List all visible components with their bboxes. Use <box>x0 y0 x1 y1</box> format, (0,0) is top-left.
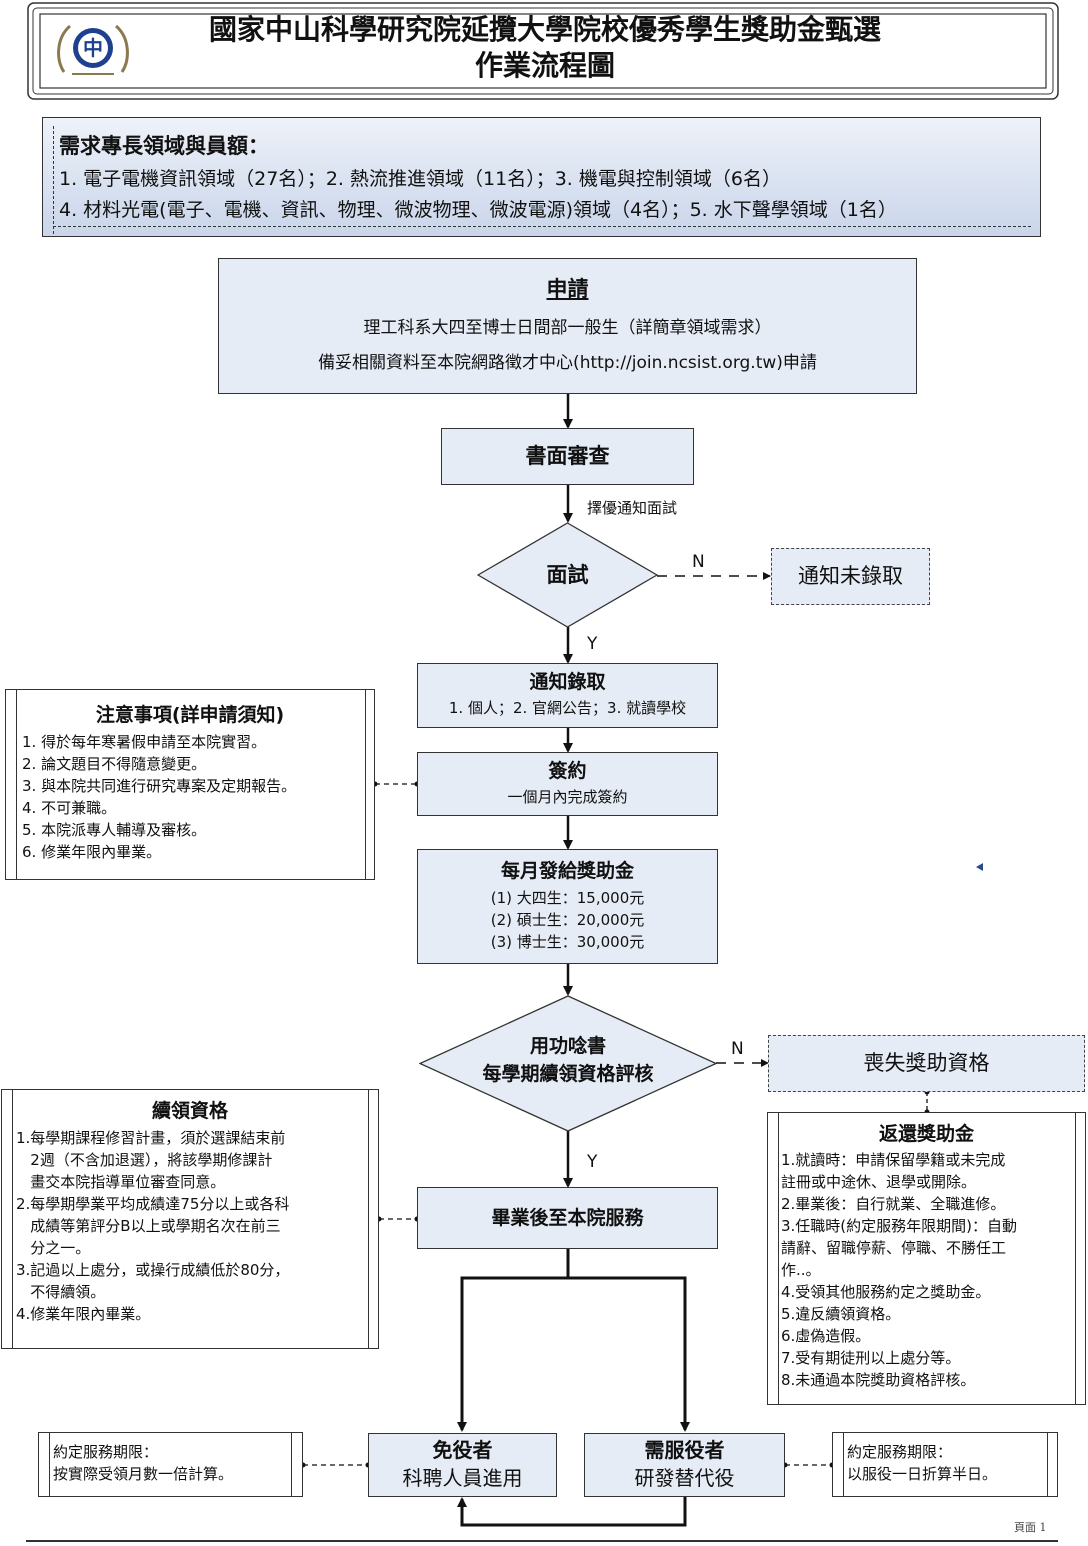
required-box: 需服役者 研發替代役 <box>584 1433 785 1497</box>
apply-title: 申請 <box>546 277 589 301</box>
monthly-item-2: (2) 碩士生：20,000元 <box>490 911 645 929</box>
attention-note: 注意事項(詳申請須知) 1. 得於每年寒暑假申請至本院實習。 2. 論文題目不得… <box>5 689 375 880</box>
refund-line: 作..。 <box>781 1261 821 1279</box>
renewal-line: 4.修業年限內畢業。 <box>16 1305 151 1323</box>
required-title: 需服役者 <box>644 1438 725 1462</box>
sign-box: 簽約 一個月內完成簽約 <box>417 752 718 816</box>
lose-box: 喪失獎助資格 <box>768 1035 1085 1092</box>
evaluation-line-2: 每學期續領資格評核 <box>482 1063 654 1085</box>
refund-line: 1.就讀時：申請保留學籍或未完成 <box>781 1151 1006 1169</box>
requirements-left-dash <box>53 126 54 234</box>
evaluation-yes-label: Y <box>587 1152 598 1172</box>
renewal-title: 續領資格 <box>151 1100 228 1122</box>
attention-item: 3. 與本院共同進行研究專案及定期報告。 <box>22 777 297 795</box>
evaluation-line-1: 用功唸書 <box>529 1035 606 1057</box>
requirements-bottom-dash <box>53 226 1031 227</box>
renewal-line: 3.記過以上處分，或操行成績低於80分， <box>16 1261 290 1279</box>
arrow-service-to-required <box>568 1276 690 1432</box>
accepted-title: 通知錄取 <box>529 671 606 693</box>
rejected-label: 通知未錄取 <box>798 564 903 588</box>
refund-line: 4.受領其他服務約定之獎助金。 <box>781 1283 991 1301</box>
laurel-emblem-icon <box>57 24 129 75</box>
renewal-line: 1.每學期課程修習計畫，須於選課結束前 <box>16 1129 286 1147</box>
exempt-sub: 科聘人員進用 <box>402 1466 523 1490</box>
requirements-line-1: 1. 電子電機資訊領域（27名）；2. 熱流推進領域（11名）；3. 機電與控制… <box>59 168 781 190</box>
exempt-term-line-2: 按實際受領月數一倍計算。 <box>53 1465 234 1483</box>
review-note: 擇優通知面試 <box>587 499 678 517</box>
requirements-heading: 需求專長領域與員額： <box>59 134 269 158</box>
requirements-line-2: 4. 材料光電(電子、電機、資訊、物理、微波物理、微波電源)領域（4名）；5. … <box>59 199 897 221</box>
monthly-box: 每月發給獎助金 (1) 大四生：15,000元 (2) 碩士生：20,000元 … <box>417 849 718 964</box>
refund-line: 註冊或中途休、退學或開除。 <box>781 1173 977 1191</box>
review-title: 書面審查 <box>525 444 610 468</box>
attention-title: 注意事項(詳申請須知) <box>95 704 285 726</box>
evaluation-diamond <box>419 995 717 1132</box>
accepted-sub: 1. 個人；2. 官網公告；3. 就讀學校 <box>448 699 687 717</box>
logo-character: 中 <box>83 36 103 60</box>
refund-note: 返還獎助金 1.就讀時：申請保留學籍或未完成 註冊或中途休、退學或開除。 2.畢… <box>767 1112 1086 1405</box>
refund-line: 8.未通過本院獎助資格評核。 <box>781 1371 976 1389</box>
interview-diamond <box>477 522 658 628</box>
required-sub: 研發替代役 <box>634 1466 735 1490</box>
attention-item: 5. 本院派專人輔導及審核。 <box>22 821 207 839</box>
interview-no-label: N <box>692 552 705 572</box>
refund-line: 3.任職時(約定服務年限期間)：自動 <box>781 1217 1018 1235</box>
required-term-note: 約定服務期限： 以服役一日折算半日。 <box>832 1432 1058 1497</box>
attention-item: 4. 不可兼職。 <box>22 799 117 817</box>
attention-item: 2. 論文題目不得隨意變更。 <box>22 755 207 773</box>
lose-label: 喪失獎助資格 <box>863 1051 990 1075</box>
header-frame-inner <box>39 13 1047 89</box>
refund-line: 5.違反續領資格。 <box>781 1305 901 1323</box>
exempt-title: 免役者 <box>432 1438 493 1462</box>
apply-line-2: 備妥相關資料至本院網路徵才中心(http://join.ncsist.org.t… <box>318 353 817 373</box>
page-title-line2: 作業流程圖 <box>474 49 615 82</box>
renewal-line: 成績等第評分B以上或學期名次在前三 <box>16 1217 281 1235</box>
requirements-panel: 需求專長領域與員額： 1. 電子電機資訊領域（27名）；2. 熱流推進領域（11… <box>42 117 1041 237</box>
stray-marker <box>976 863 983 871</box>
required-term-line-2: 以服役一日折算半日。 <box>847 1465 998 1483</box>
page-title-line1: 國家中山科學研究院延攬大學院校優秀學生獎助金甄選 <box>208 13 881 46</box>
arrow-service-to-exempt <box>457 1249 570 1432</box>
apply-box: 申請 理工科系大四至博士日間部一般生（詳簡章領域需求） 備妥相關資料至本院網路徵… <box>218 258 917 394</box>
evaluation-no-label: N <box>731 1039 744 1059</box>
service-title: 畢業後至本院服務 <box>491 1207 644 1229</box>
monthly-item-3: (3) 博士生：30,000元 <box>490 933 645 951</box>
header-logo: 中 <box>52 16 134 82</box>
exempt-box: 免役者 科聘人員進用 <box>368 1433 557 1497</box>
monthly-item-1: (1) 大四生：15,000元 <box>490 889 645 907</box>
attention-item: 1. 得於每年寒暑假申請至本院實習。 <box>22 733 267 751</box>
sign-title: 簽約 <box>548 760 587 782</box>
required-term-line-1: 約定服務期限： <box>847 1443 953 1461</box>
rejected-box: 通知未錄取 <box>771 548 930 605</box>
exempt-term-line-1: 約定服務期限： <box>53 1443 159 1461</box>
interview-title: 面試 <box>546 563 589 587</box>
header-frame-middle <box>32 7 1054 95</box>
page-number: 頁面 1 <box>1014 1521 1047 1534</box>
refund-line: 請辭、留職停薪、停職、不勝任工 <box>781 1239 1007 1257</box>
renewal-line: 不得續領。 <box>16 1283 106 1301</box>
arrow-required-to-exempt <box>457 1497 687 1527</box>
renewal-note: 續領資格 1.每學期課程修習計畫，須於選課結束前 2週（不含加退選），將該學期修… <box>1 1089 379 1349</box>
apply-line-1: 理工科系大四至博士日間部一般生（詳簡章領域需求） <box>363 318 772 338</box>
sign-sub: 一個月內完成簽約 <box>507 788 628 806</box>
refund-line: 6.虛偽造假。 <box>781 1327 871 1345</box>
renewal-line: 分之一。 <box>16 1239 91 1257</box>
renewal-line: 2週（不含加退選），將該學期修課計 <box>16 1151 273 1169</box>
exempt-term-note: 約定服務期限： 按實際受領月數一倍計算。 <box>38 1432 303 1497</box>
attention-item: 6. 修業年限內畢業。 <box>22 843 162 861</box>
renewal-line: 畫交本院指導單位審查同意。 <box>16 1173 226 1191</box>
renewal-line: 2.每學期學業平均成績達75分以上或各科 <box>16 1195 290 1213</box>
service-box: 畢業後至本院服務 <box>417 1187 718 1249</box>
refund-title: 返還獎助金 <box>878 1123 974 1145</box>
interview-yes-label: Y <box>587 634 598 654</box>
header-frame-outer <box>27 2 1059 100</box>
monthly-title: 每月發給獎助金 <box>500 860 634 882</box>
refund-line: 2.畢業後：自行就業、全職進修。 <box>781 1195 1006 1213</box>
accepted-box: 通知錄取 1. 個人；2. 官網公告；3. 就讀學校 <box>417 663 718 728</box>
review-box: 書面審查 <box>441 428 694 485</box>
refund-line: 7.受有期徒刑以上處分等。 <box>781 1349 961 1367</box>
